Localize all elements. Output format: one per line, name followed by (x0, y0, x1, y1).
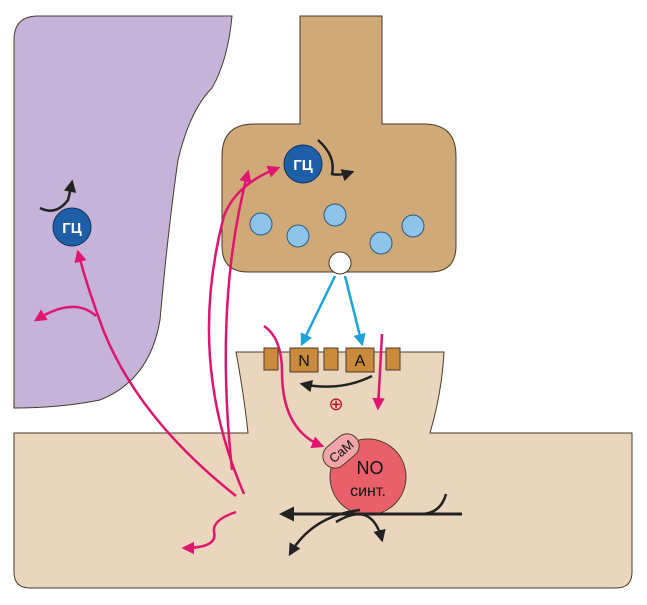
presynaptic-terminal (221, 15, 457, 273)
glial-cell (13, 15, 233, 409)
calmodulin (322, 433, 360, 469)
vesicle (249, 212, 273, 236)
vesicle (401, 214, 425, 238)
ca-influx-arrow (263, 324, 325, 449)
gc-presyn-arrow (317, 139, 355, 182)
glutamate-arrow-a (343, 275, 366, 347)
vesicle (369, 231, 393, 255)
receptor-ampa (345, 347, 375, 373)
no-synthase-label-1: NO (357, 458, 384, 478)
vesicle (286, 224, 310, 248)
glutamate-arrow-n (300, 275, 337, 347)
no-arrow-down (181, 510, 237, 555)
depolarization-arrow (299, 374, 373, 393)
product-curve (415, 493, 448, 516)
product-arrow (288, 508, 361, 557)
receptor-nmda (289, 347, 319, 373)
no-synthase-label-2: синт. (350, 483, 386, 500)
postsynaptic-neuron (13, 351, 633, 589)
gc-glia (52, 207, 92, 247)
gc-presyn-label: ГЦ (293, 157, 313, 174)
gc-presyn (283, 144, 323, 184)
gc-glia-arrow (39, 179, 77, 212)
no-arrow-to-presyn-2 (224, 169, 252, 471)
no-arrow-to-glia (74, 249, 237, 497)
receptor-block (385, 347, 401, 371)
receptor-a-label: A (355, 353, 366, 370)
release-vesicle (328, 251, 352, 275)
vesicle (323, 203, 347, 227)
receptor-block (323, 347, 339, 371)
receptor-n-label: N (298, 353, 310, 370)
receptor-block (263, 347, 279, 371)
ca-influx-arrow-2 (372, 333, 385, 411)
circled-plus-icon: ⊕ (328, 394, 343, 414)
no-arrow-glia-branch (33, 305, 97, 322)
product-arrow-2 (335, 512, 386, 543)
gc-glia-label: ГЦ (62, 220, 82, 237)
